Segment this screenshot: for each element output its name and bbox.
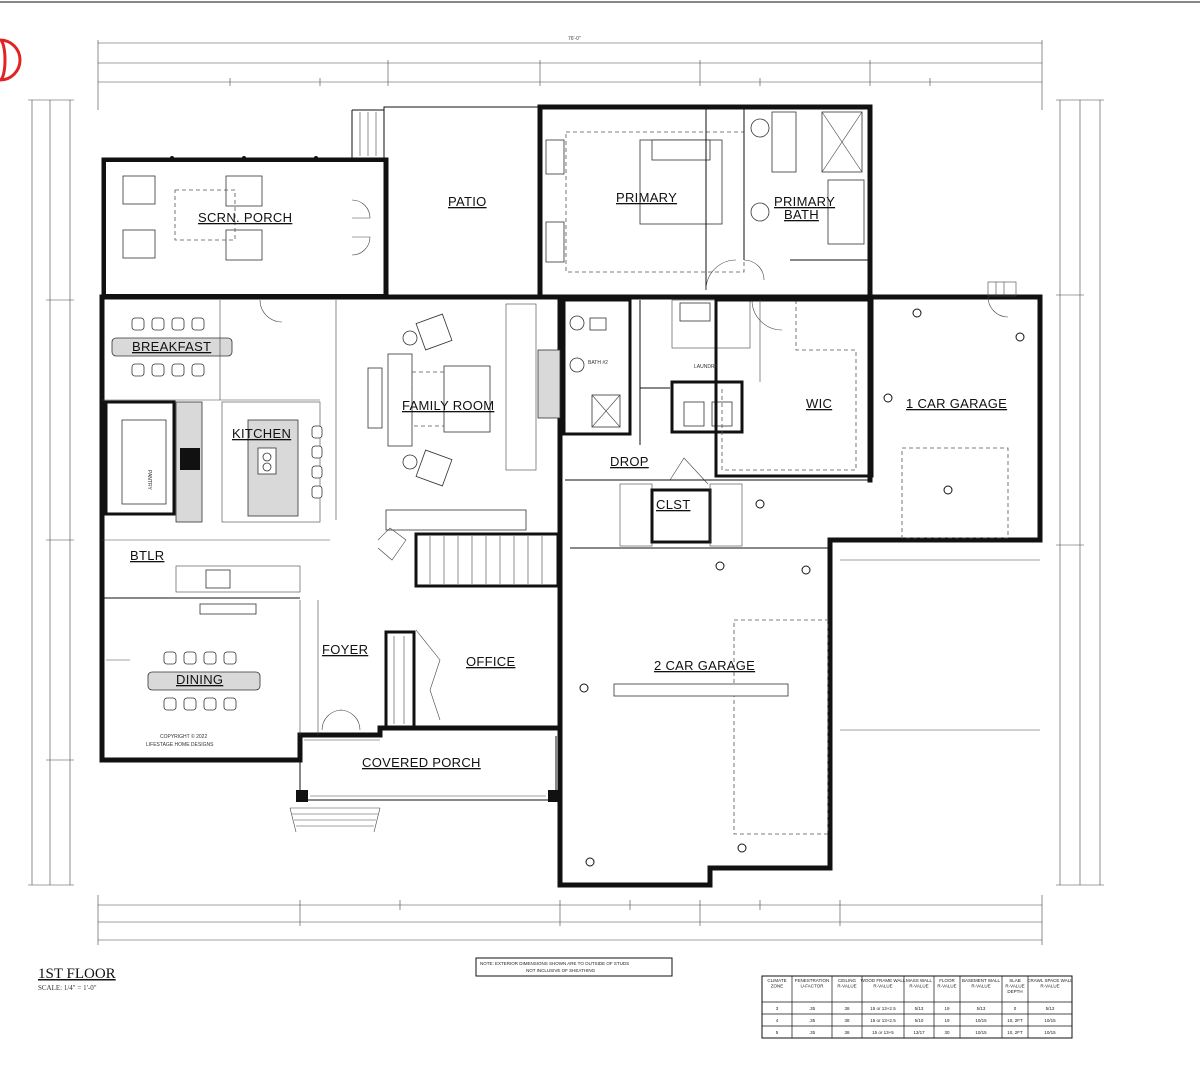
note-line2: NOT INCLUSIVE OF SHEATHING	[526, 968, 596, 973]
table-header-cell: R-VALUE	[1005, 984, 1024, 989]
revision-marker-icon	[0, 38, 22, 82]
note-line1: NOTE: EXTERIOR DIMENSIONS SHOWN ARE TO O…	[480, 961, 629, 966]
room-label-drop: DROP	[610, 454, 649, 469]
table-header-cell: BASEMENT WALL	[962, 978, 1001, 983]
table-cell: 19	[944, 1018, 950, 1023]
table-header-cell: MASS WALL	[906, 978, 933, 983]
table-header-cell: FLOOR	[939, 978, 955, 983]
room-label-office: OFFICE	[466, 654, 515, 669]
table-cell: 10, 2FT	[1007, 1030, 1023, 1035]
copyright-line1: COPYRIGHT © 2022	[160, 733, 207, 740]
main-walls	[99, 294, 1043, 888]
table-cell: 15 or 13+2.5	[870, 1006, 896, 1011]
table-header-cell: R-VALUE	[937, 984, 956, 989]
room-label-btlr: BTLR	[130, 548, 164, 563]
table-cell: 10/15	[1044, 1030, 1056, 1035]
top-dimensions: 76'-0"	[97, 36, 1043, 110]
kitchen-area	[102, 399, 330, 541]
room-label-breakfast: BREAKFAST	[132, 339, 211, 354]
bottom-dimensions	[97, 895, 1043, 945]
butler-pantry	[102, 565, 301, 599]
table-cell: 5/13	[1046, 1006, 1055, 1011]
table-cell: 5/13	[915, 1006, 924, 1011]
table-cell: 10/15	[1044, 1018, 1056, 1023]
table-cell: 13/17	[913, 1030, 925, 1035]
table-cell: 5	[776, 1030, 779, 1035]
plan-scale: SCALE: 1/4" = 1'-0"	[38, 984, 97, 992]
stairs	[377, 509, 560, 588]
table-header-cell: WOOD FRAME WALL	[861, 978, 906, 983]
one-car-garage-area	[883, 281, 1025, 539]
covered-porch-area	[289, 736, 560, 833]
room-label-family-room: FAMILY ROOM	[402, 398, 494, 413]
table-header-cell: ZONE	[771, 984, 784, 989]
table-cell: 3	[776, 1006, 779, 1011]
family-room-area	[335, 300, 561, 520]
table-cell: 30	[944, 1030, 950, 1035]
walk-in-closet	[714, 298, 874, 478]
note-box: NOTE: EXTERIOR DIMENSIONS SHOWN ARE TO O…	[475, 957, 673, 977]
table-cell: .35	[809, 1006, 816, 1011]
foyer-office	[317, 600, 441, 735]
table-cell: 0	[1014, 1006, 1017, 1011]
table-header-cell: U-FACTOR	[801, 984, 825, 989]
table-cell: 15 or 13+2.5	[870, 1018, 896, 1023]
room-label-kitchen: KITCHEN	[232, 426, 291, 441]
room-label-dining: DINING	[176, 672, 223, 687]
room-label-patio: PATIO	[448, 194, 487, 209]
room-label-primary-bath-line1: PRIMARY	[774, 194, 835, 209]
table-header-cell: R-VALUE	[837, 984, 856, 989]
table-cell: 10/15	[975, 1030, 987, 1035]
room-label-pantry: PANTRY	[146, 470, 152, 490]
left-dimensions	[28, 99, 74, 886]
table-cell: 10, 2FT	[1007, 1018, 1023, 1023]
screened-porch	[101, 109, 389, 299]
table-header-cell: CEILING	[838, 978, 857, 983]
table-header-cell: R-VALUE	[909, 984, 928, 989]
table-cell: 10/15	[975, 1018, 987, 1023]
service-rooms	[562, 298, 783, 445]
table-cell: 38	[844, 1030, 850, 1035]
table-cell: 38	[844, 1006, 850, 1011]
table-header-cell: R-VALUE	[1040, 984, 1059, 989]
table-cell: 5/13	[977, 1006, 986, 1011]
table-frame	[761, 975, 1073, 1039]
room-label-clst: CLST	[656, 497, 690, 512]
overall-width-dimension: 76'-0"	[568, 36, 581, 42]
room-label-scrn-porch: SCRN. PORCH	[198, 210, 292, 225]
drop-zone	[565, 457, 870, 547]
room-label-one-car-garage: 1 CAR GARAGE	[906, 396, 1007, 411]
plan-title: 1ST FLOOR	[38, 966, 116, 982]
breakfast-area	[111, 299, 283, 400]
room-label-laundry: LAUNDRY	[694, 364, 718, 370]
room-label-primary: PRIMARY	[616, 190, 677, 205]
table-header-cell: SLAB	[1009, 978, 1021, 983]
table-cell: 38	[844, 1018, 850, 1023]
room-label-wic: WIC	[806, 396, 832, 411]
table-cell: .35	[809, 1018, 816, 1023]
table-header-cell: CLIMATE	[767, 978, 786, 983]
table-cell: 4	[776, 1018, 779, 1023]
table-cell: 19	[944, 1006, 950, 1011]
room-label-primary-bath-line2: BATH	[784, 207, 819, 222]
table-cell: 15 or 13+5	[872, 1030, 894, 1035]
right-dimensions	[1056, 99, 1104, 886]
table-header-cell: CRAWL SPACE WALL	[1027, 978, 1073, 983]
room-label-two-car-garage: 2 CAR GARAGE	[654, 658, 755, 673]
table-cell: 5/10	[915, 1018, 924, 1023]
two-car-garage-area	[570, 499, 1040, 867]
table-cell: .35	[809, 1030, 816, 1035]
table-header-cell: R-VALUE	[971, 984, 990, 989]
room-label-foyer: FOYER	[322, 642, 368, 657]
table-header-cell: R-VALUE	[873, 984, 892, 989]
table-header-cell: FENESTRATION	[795, 978, 829, 983]
primary-suite	[537, 104, 873, 300]
room-label-bath2: BATH #2	[588, 360, 608, 366]
dining-area	[106, 600, 301, 735]
table-header-cell: DEPTH	[1007, 989, 1022, 994]
copyright-line2: LIFESTAGE HOME DESIGNS	[146, 742, 214, 748]
room-label-covered-porch: COVERED PORCH	[362, 755, 481, 770]
